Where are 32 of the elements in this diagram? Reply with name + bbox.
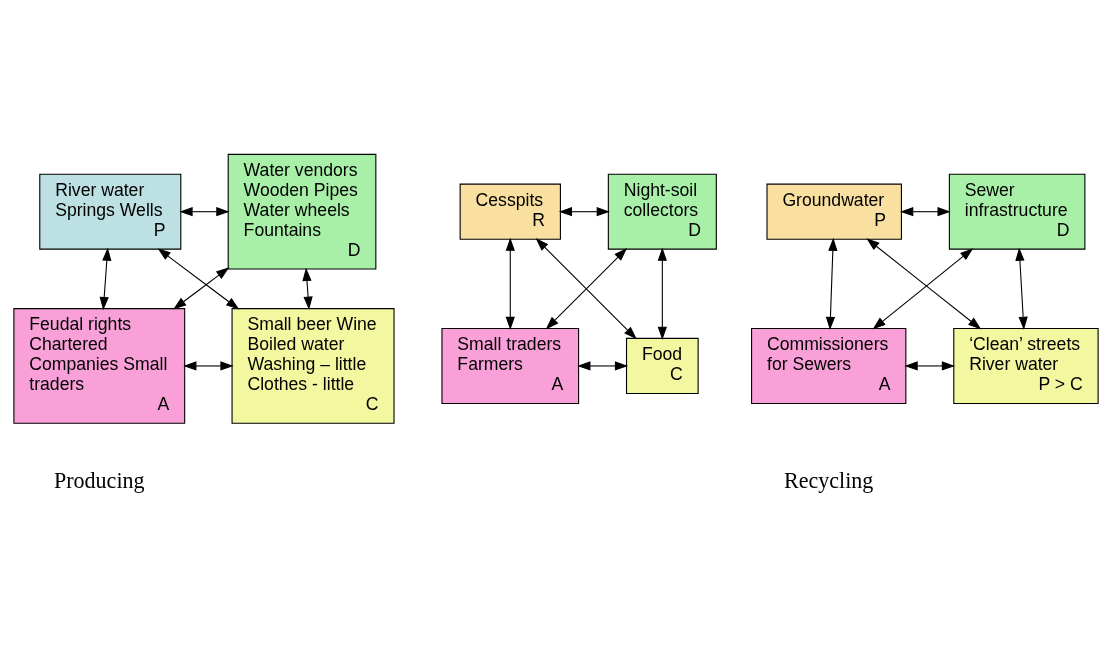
- node-box: Small beer Wine Boiled water Washing – little Clothes - little C: [231, 307, 395, 424]
- arrow: [173, 266, 230, 309]
- arrow: [179, 206, 230, 216]
- arrow: [302, 267, 313, 310]
- node-box: Cesspits R: [459, 183, 561, 240]
- arrow: [1015, 247, 1028, 330]
- arrow: [99, 247, 112, 310]
- node-box: Feudal rights Chartered Companies Small traders A: [13, 307, 186, 424]
- label: Recycling: [784, 467, 874, 493]
- arrow: [872, 247, 974, 330]
- arrow: [825, 237, 838, 330]
- node-box: ‘Clean’ streets River water P > C: [953, 327, 1099, 404]
- arrow: [866, 237, 982, 329]
- arrow: [183, 360, 234, 371]
- arrow: [535, 237, 637, 339]
- arrow: [157, 247, 240, 310]
- arrow: [900, 206, 951, 216]
- arrow: [558, 206, 610, 216]
- node-box: Food C: [625, 337, 699, 394]
- arrow: [904, 360, 956, 371]
- arrow: [545, 247, 628, 329]
- node-box: Night-soil collectors D: [607, 173, 717, 250]
- label: Producing: [54, 467, 145, 493]
- node-box: Sewer infrastructure D: [948, 173, 1086, 250]
- arrow: [505, 237, 515, 330]
- node-box: Groundwater P: [766, 183, 902, 240]
- arrow: [577, 360, 629, 371]
- node-box: Commissioners for Sewers A: [751, 327, 907, 404]
- node-box: River water Springs Wells P: [39, 173, 182, 250]
- arrow: [657, 247, 667, 340]
- node-box: Water vendors Wooden Pipes Water wheels Fountains D: [227, 153, 377, 270]
- node-box: Small traders Farmers A: [441, 327, 580, 404]
